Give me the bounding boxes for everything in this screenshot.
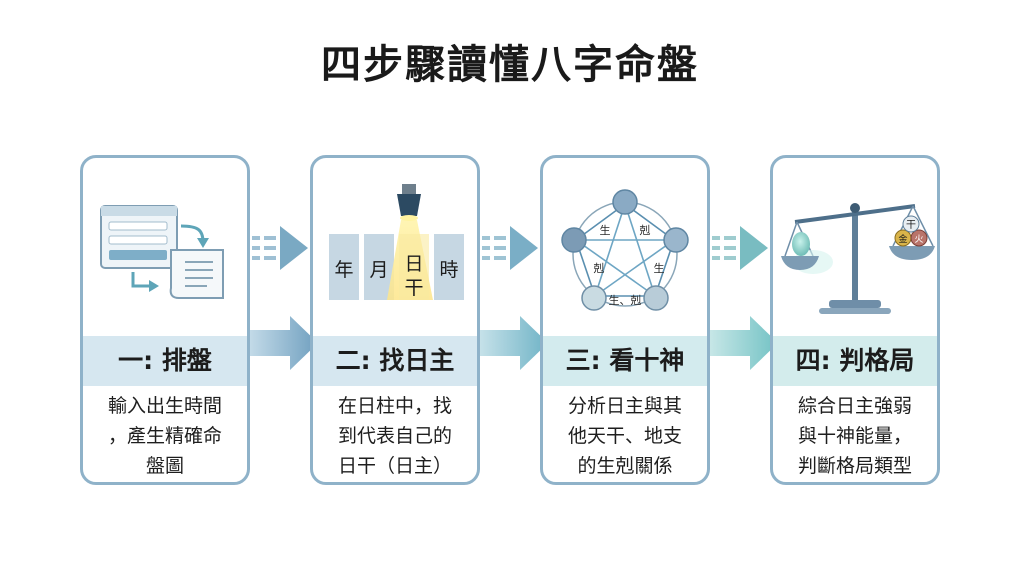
upper-arrow-1 [252, 226, 308, 270]
cycle-label-overcome: 剋 [594, 262, 605, 275]
step-heading: 三: 看十神 [543, 336, 707, 386]
step-description: 綜合日主強弱與十神能量，判斷格局類型 [797, 395, 912, 477]
five-elements-cycle-icon: 生 剋 生 剋 生、剋 [543, 158, 707, 333]
pillar-month: 月 [369, 259, 388, 281]
band-arrow-2 [470, 316, 548, 370]
scale-label-fire: 火 [914, 234, 923, 245]
four-pillars-spotlight-icon: 年 月 日 干 時 [313, 158, 477, 333]
cycle-label-both: 生、剋 [609, 293, 642, 307]
step-card-1: 一: 排盤 輸入出生時間，產生精確命盤圖 [80, 155, 250, 485]
step-card-3: 生 剋 生 剋 生、剋 三: 看十神 分析日主與其他天干、地支的生剋關係 [540, 155, 710, 485]
upper-arrow-2 [482, 226, 538, 270]
band-arrow-3 [700, 316, 778, 370]
pillar-day: 日 [404, 253, 423, 275]
scale-label-metal: 金 [898, 233, 907, 245]
step-card-2: 年 月 日 干 時 二: 找日主 在日柱中，找到代表自己的日干（日主） [310, 155, 480, 485]
upper-arrow-3 [712, 226, 768, 270]
cycle-label-generate: 生 [654, 261, 665, 275]
step-heading: 二: 找日主 [313, 336, 477, 386]
pillar-day-stem: 干 [404, 277, 423, 299]
step-card-4: 干 金 火 四: 判格局 綜合日主強弱與十神能量，判斷格局類型 [770, 155, 940, 485]
step-heading: 四: 判格局 [773, 336, 937, 386]
step-description: 分析日主與其他天干、地支的生剋關係 [567, 395, 682, 477]
software-form-icon [83, 158, 247, 333]
pillar-hour: 時 [439, 259, 458, 281]
step-description: 輸入出生時間，產生精確命盤圖 [107, 395, 222, 477]
cycle-label-generate: 生 [600, 223, 611, 237]
band-arrow-1 [240, 316, 318, 370]
page-title: 四步驟讀懂八字命盤 [321, 42, 699, 88]
step-description: 在日柱中，找到代表自己的日干（日主） [337, 395, 452, 477]
balance-scale-icon: 干 金 火 [773, 158, 937, 333]
scale-label-stem: 干 [906, 220, 916, 231]
pillar-year: 年 [334, 259, 353, 281]
step-heading: 一: 排盤 [83, 336, 247, 386]
cycle-label-overcome: 剋 [640, 224, 651, 237]
